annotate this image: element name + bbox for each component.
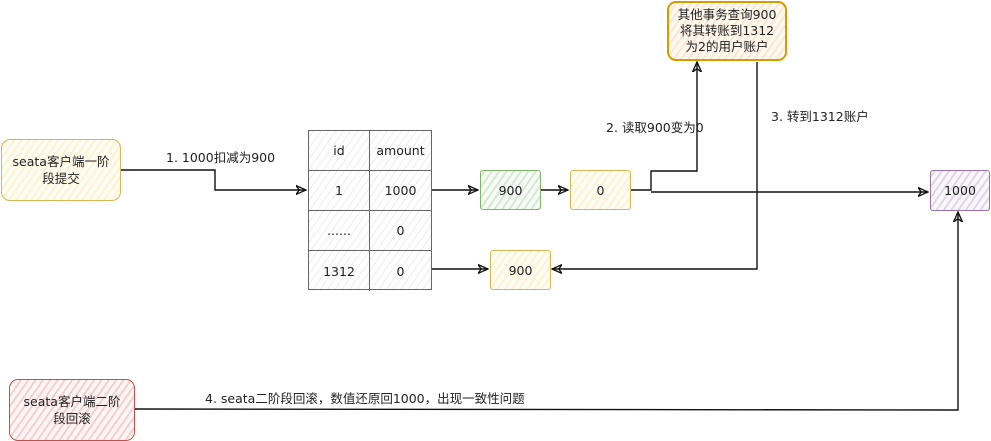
edge-step2 [630, 62, 697, 191]
value-0-label: 0 [596, 182, 605, 198]
table-row: 1312 0 [309, 251, 431, 291]
table-cell-id: 1312 [309, 251, 370, 291]
edge-step3 [552, 62, 758, 269]
table-header-row: id amount [309, 131, 431, 171]
table-cell-id: ...... [309, 211, 370, 250]
phase1-client-label: seata客户端一阶 段提交 [12, 154, 110, 186]
table-cell-amount: 1000 [384, 183, 417, 198]
table-row: ...... 0 [309, 211, 431, 251]
table-cell-id: 1 [309, 171, 370, 210]
value-900-yellow-label: 900 [508, 262, 533, 278]
table-cell-amount: 0 [396, 263, 405, 279]
edge-label-step2: 2. 读取900变为0 [606, 120, 704, 135]
phase2-client-label: seata客户端二阶 段回滚 [23, 394, 121, 426]
value-1000-purple-label: 1000 [944, 183, 976, 198]
table-header-amount: amount [376, 143, 425, 158]
phase1-client-node[interactable]: seata客户端一阶 段提交 [1, 139, 121, 201]
other-transaction-label: 其他事务查询900 将其转账到1312 为2的用户账户 [677, 7, 777, 54]
table-header-id: id [309, 131, 370, 170]
account-table: id amount 1 1000 ...... 0 1312 0 [308, 130, 432, 291]
value-1000-purple-node[interactable]: 1000 [930, 170, 990, 211]
value-900-green-label: 900 [498, 182, 523, 198]
value-0-node[interactable]: 0 [570, 170, 631, 210]
edge-label-step1: 1. 1000扣减为900 [166, 150, 276, 165]
table-cell-amount: 0 [396, 223, 405, 238]
phase2-client-node[interactable]: seata客户端二阶 段回滚 [9, 379, 135, 441]
value-900-green-node[interactable]: 900 [480, 170, 541, 210]
table-row: 1 1000 [309, 171, 431, 211]
edge-label-step4: 4. seata二阶段回滚，数值还原回1000，出现一致性问题 [205, 391, 525, 406]
edge-step4 [134, 212, 958, 411]
edge-step1 [121, 169, 306, 190]
other-transaction-node[interactable]: 其他事务查询900 将其转账到1312 为2的用户账户 [667, 1, 787, 61]
edge-label-step3: 3. 转到1312账户 [771, 109, 869, 124]
value-900-yellow-node[interactable]: 900 [490, 250, 551, 290]
